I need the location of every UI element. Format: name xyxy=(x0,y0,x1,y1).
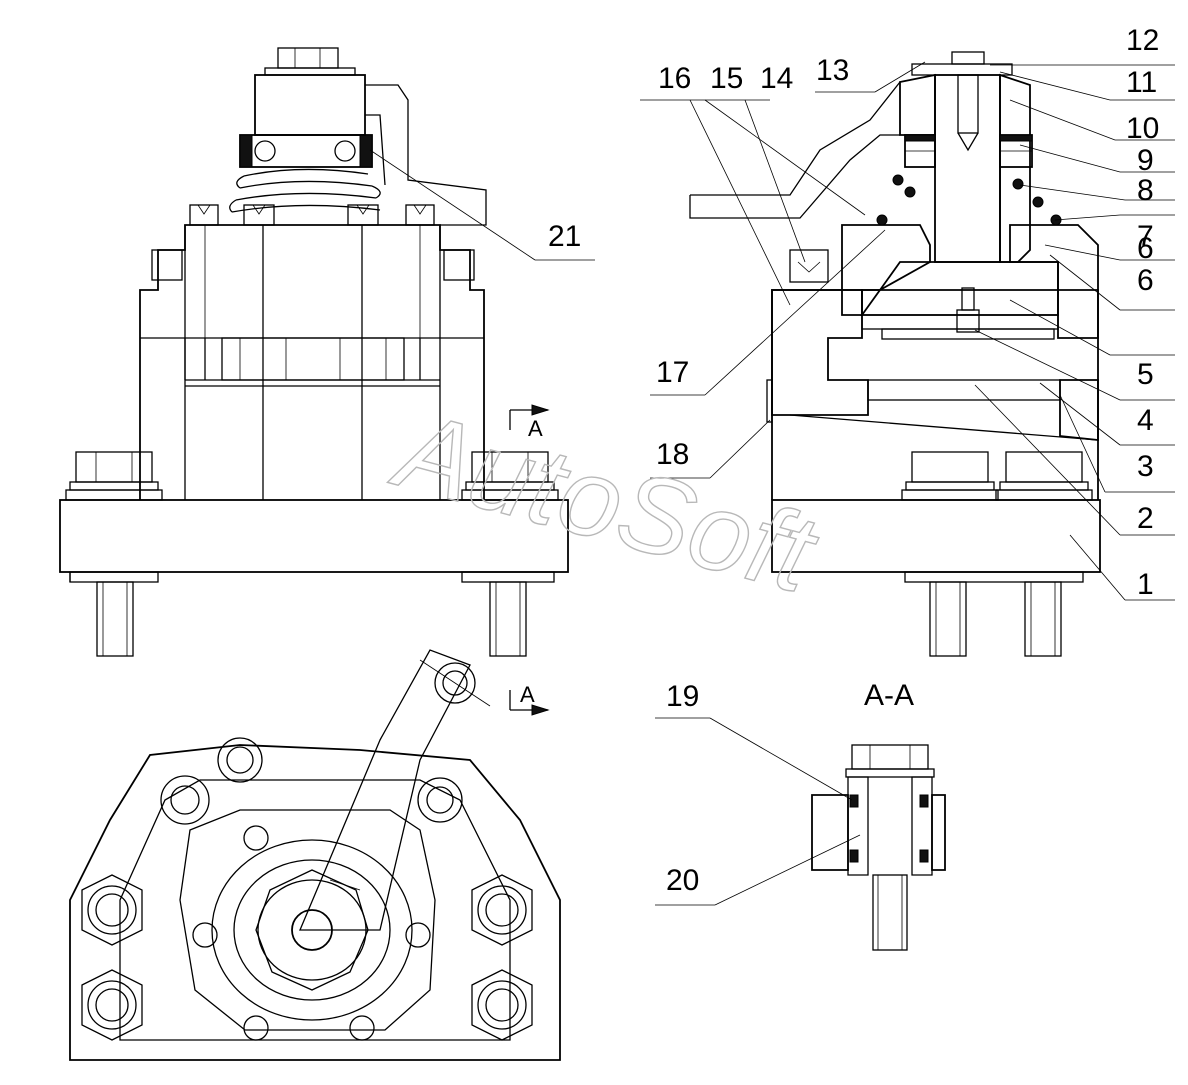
section-marker-label: A xyxy=(520,682,535,707)
callout-labels: 1 2 3 4 5 6 6 7 8 9 10 11 12 13 14 15 16… xyxy=(548,24,1159,897)
callout-15: 15 xyxy=(710,62,743,95)
callout-18: 18 xyxy=(656,438,689,471)
section-marker-plan: A xyxy=(509,682,550,716)
callout-6a: 6 xyxy=(1137,264,1154,297)
callout-16: 16 xyxy=(658,62,691,95)
callout-5: 5 xyxy=(1137,358,1154,391)
callout-4: 4 xyxy=(1137,404,1154,437)
section-a-a-view: A-A xyxy=(811,679,946,951)
callout-6b: 6 xyxy=(1137,232,1154,265)
callout-7: 7 xyxy=(1137,220,1154,253)
section-view xyxy=(689,51,1101,657)
callout-21: 21 xyxy=(548,220,581,253)
section-title: A-A xyxy=(864,679,914,712)
callout-10: 10 xyxy=(1126,112,1159,145)
callout-13: 13 xyxy=(816,54,849,87)
section-marker-label: A xyxy=(528,416,543,441)
callout-12: 12 xyxy=(1126,24,1159,57)
callout-20: 20 xyxy=(666,864,699,897)
callout-9: 9 xyxy=(1137,144,1154,177)
callout-1: 1 xyxy=(1137,568,1154,601)
plan-view: A xyxy=(69,649,561,1061)
callout-17: 17 xyxy=(656,356,689,389)
callout-11: 11 xyxy=(1126,66,1157,99)
section-marker-front: A xyxy=(509,404,550,441)
front-view: A xyxy=(59,47,569,657)
callout-8: 8 xyxy=(1137,174,1154,207)
callout-14: 14 xyxy=(760,62,793,95)
callout-3: 3 xyxy=(1137,450,1154,483)
callout-2: 2 xyxy=(1137,502,1154,535)
callout-19: 19 xyxy=(666,680,699,713)
leader-lines xyxy=(369,61,1175,906)
watermark-text: AutoSoft xyxy=(381,387,830,618)
